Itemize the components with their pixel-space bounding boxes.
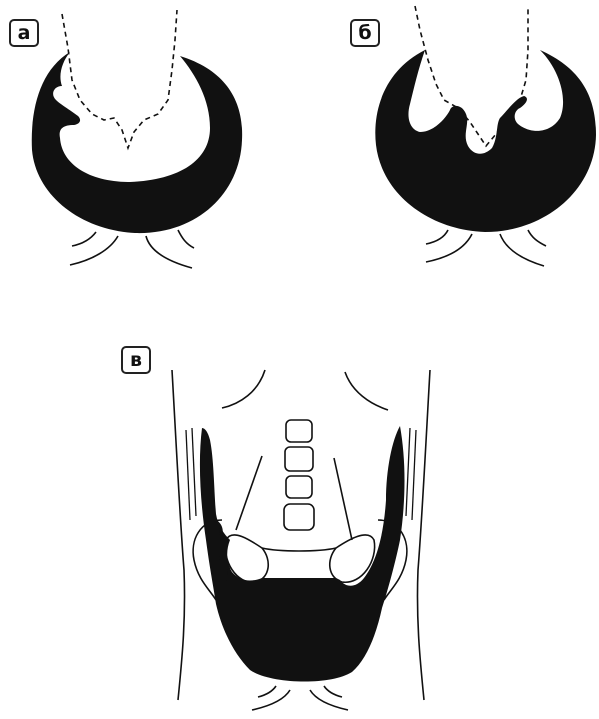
- panel-v-flank-line: [192, 428, 196, 516]
- panel-v-leg-line: [310, 690, 348, 710]
- panel-a-label: а: [9, 19, 39, 47]
- panel-v-vertebra: [286, 420, 312, 442]
- panel-v-pointer-line: [334, 458, 352, 540]
- panel-a-crescent: [32, 52, 242, 233]
- panel-b-leg-line: [528, 230, 546, 246]
- panel-v-vertebra: [284, 504, 314, 530]
- panel-v-drawing: [172, 370, 430, 710]
- panel-v-vertebra: [285, 447, 313, 471]
- panel-v-body-outline: [172, 370, 185, 700]
- panel-v-label: в: [121, 346, 151, 374]
- panel-v-flank-line: [412, 430, 416, 520]
- panel-b-crescent: [375, 50, 596, 232]
- panel-v-flank-line: [406, 428, 410, 516]
- panel-v-pelvis: [262, 548, 336, 551]
- panel-a-leg-line: [178, 230, 194, 248]
- panel-a-leg-line: [72, 232, 96, 246]
- panel-a-drawing: [32, 10, 242, 268]
- panel-v-leg-line: [324, 686, 342, 697]
- panel-a-dashed-outline: [62, 10, 177, 148]
- panel-v-rib-arc: [222, 370, 265, 408]
- panel-v-flank-line: [186, 430, 190, 520]
- panel-v-rib-arc: [345, 372, 388, 410]
- panel-b-leg-line: [426, 234, 472, 262]
- panel-b-label: б: [350, 19, 380, 47]
- panel-v-vertebra: [286, 476, 312, 498]
- panel-b-drawing: [375, 6, 596, 266]
- panel-b-leg-line: [426, 230, 448, 244]
- panel-v-body-outline: [417, 370, 430, 700]
- panel-a-leg-line: [70, 236, 118, 265]
- panel-v-leg-line: [252, 690, 290, 710]
- panel-v-pointer-line: [236, 456, 262, 530]
- panel-v-leg-line: [258, 686, 276, 697]
- panel-b-leg-line: [500, 234, 544, 266]
